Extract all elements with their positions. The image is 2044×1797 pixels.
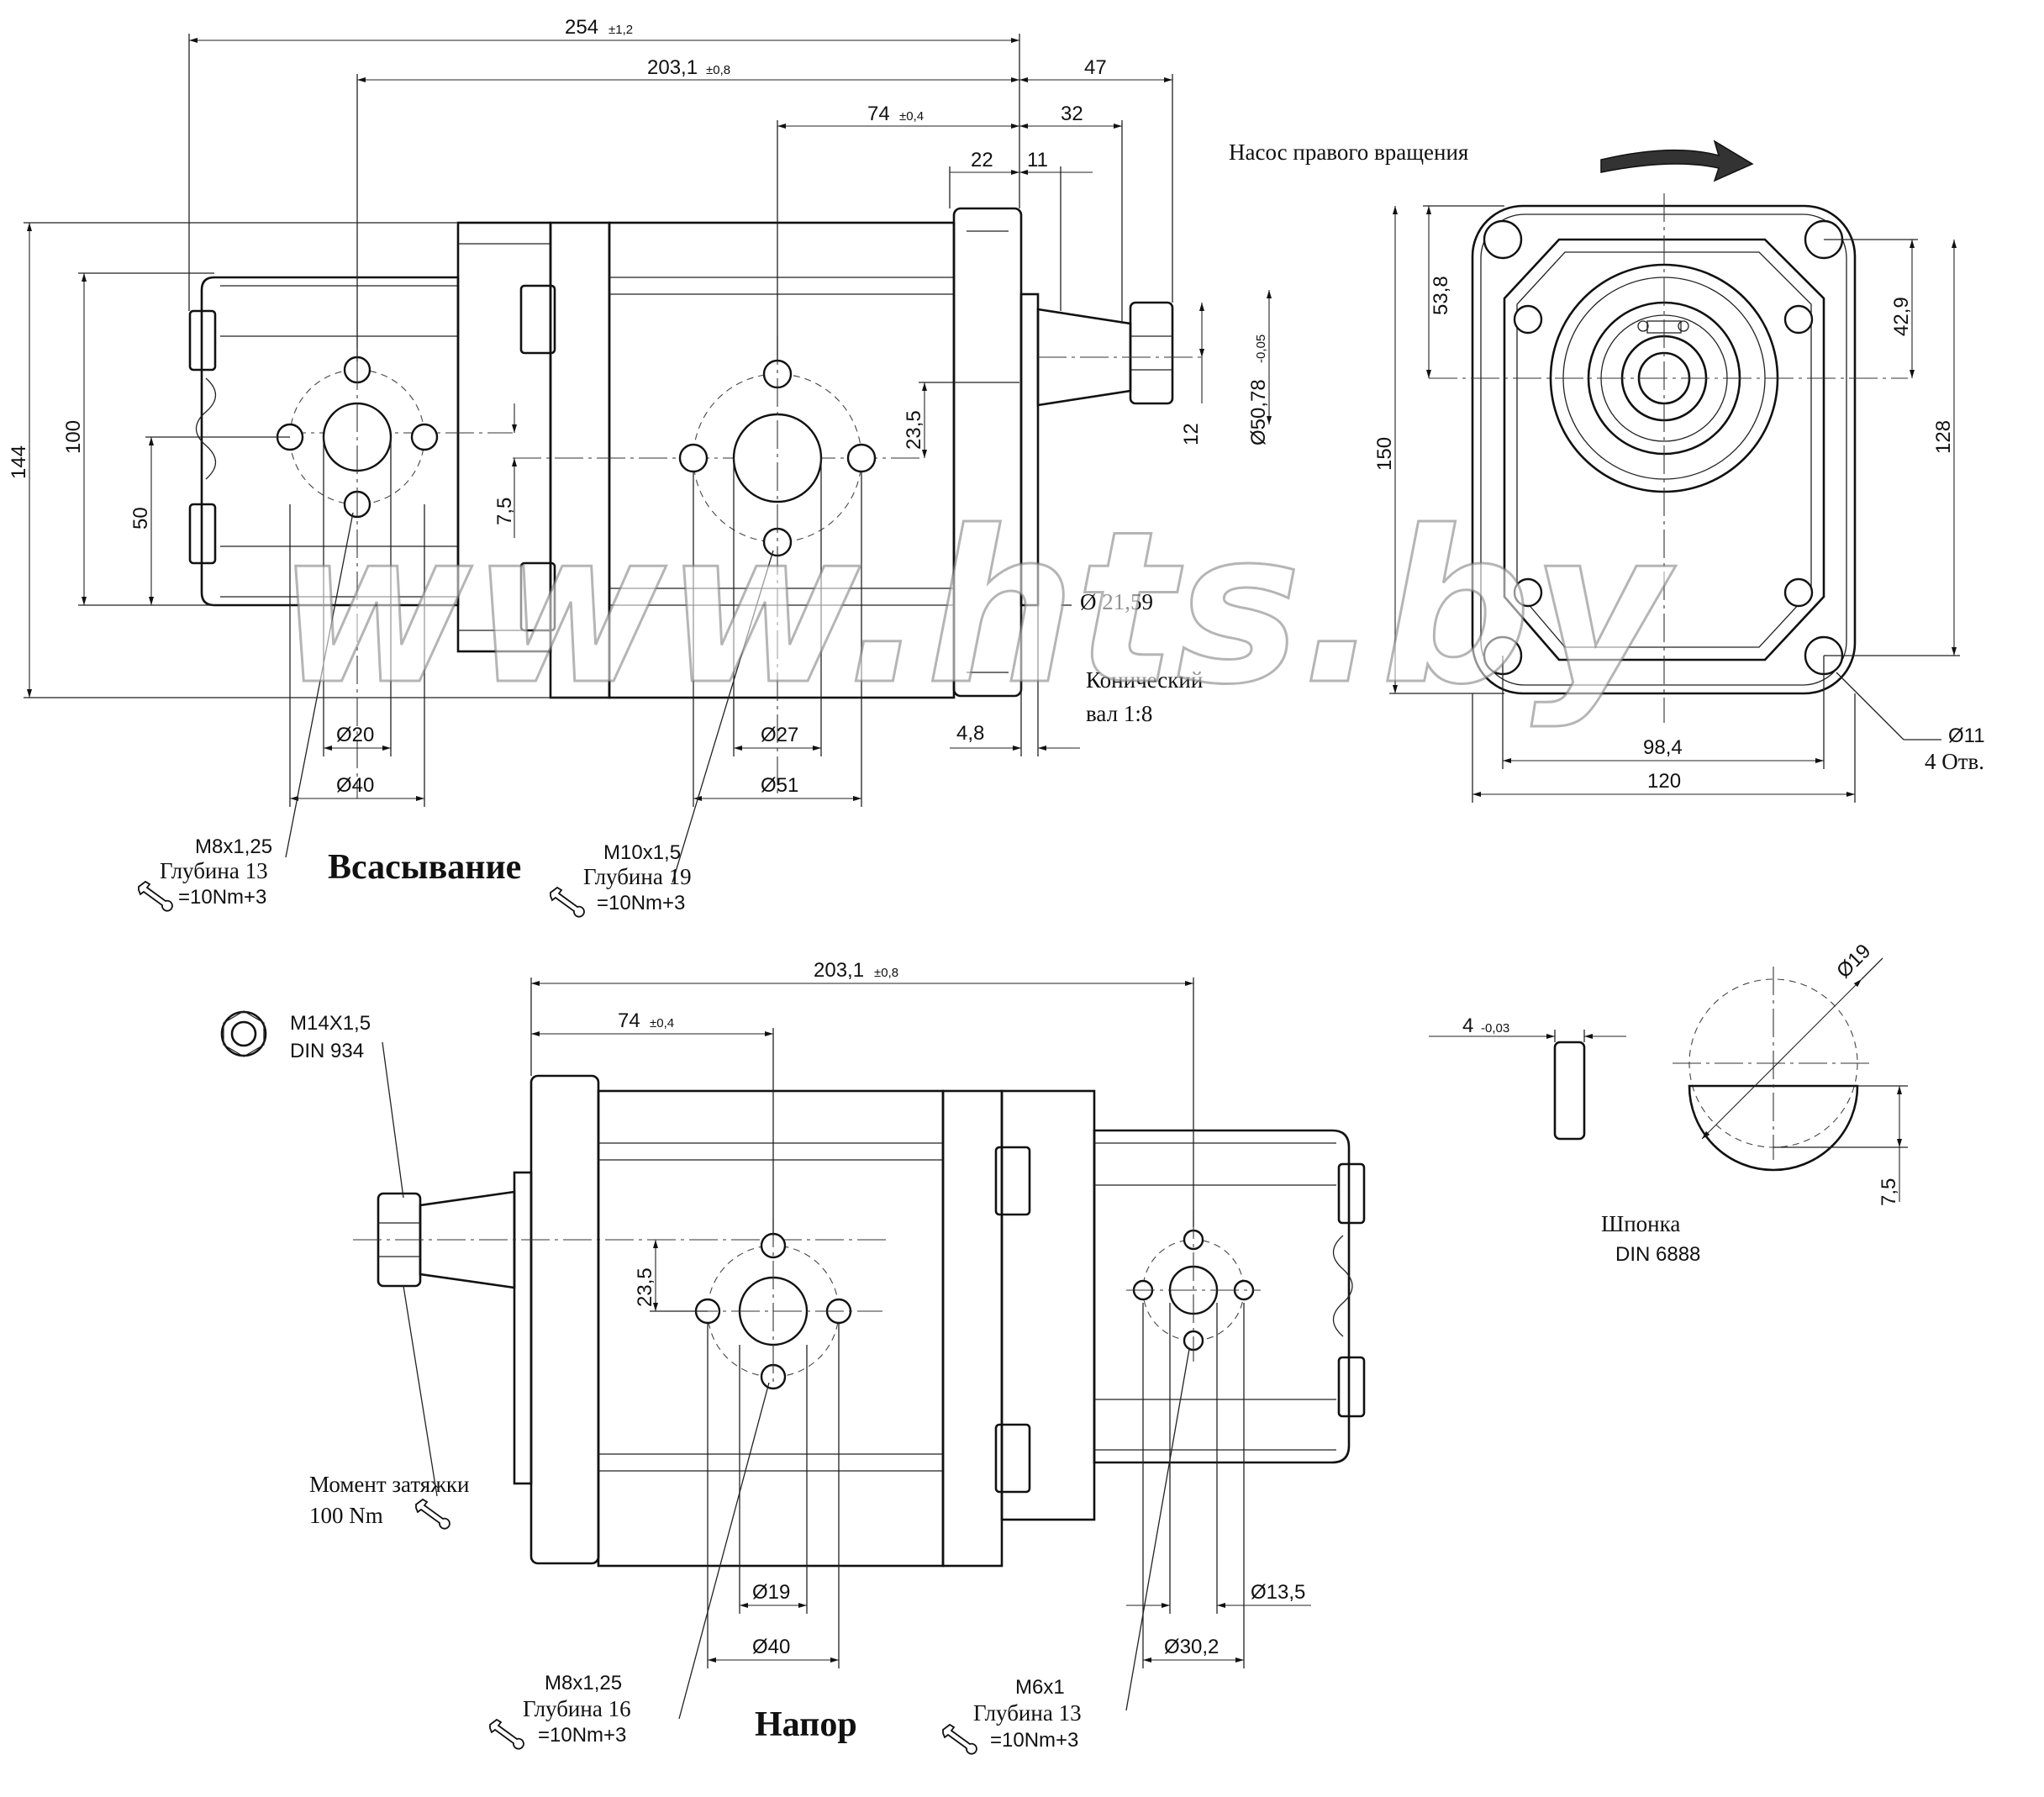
dim-12: 12 [1180, 423, 1203, 445]
wrench-icon [489, 1719, 524, 1750]
torque-moment-label: Момент затяжки [309, 1472, 469, 1497]
dim-d40-bottom: Ø40 [752, 1636, 790, 1658]
torque-label-1: =10Nm+3 [178, 886, 266, 909]
pressure-label: Напор [755, 1705, 857, 1744]
dim-47: 47 [1084, 56, 1107, 79]
dim-7-5: 7,5 [493, 498, 516, 525]
rotation-title: Насос правого вращения [1229, 140, 1468, 165]
dim-53-8: 53,8 [1430, 276, 1452, 315]
thread-label-2: M10x1,5 [603, 841, 681, 864]
hole-diameter: Ø11 [1948, 725, 1985, 747]
key-view: 4 -0,03 Ø19 7,5 Шпонка DIN 6888 [1429, 940, 1908, 1266]
nut-thread: M14X1,5 [290, 1012, 371, 1035]
dim-23-5-bottom: 23,5 [634, 1267, 656, 1307]
dim-254: 254 [565, 16, 598, 39]
dim-98-4: 98,4 [1643, 736, 1683, 759]
dim-d51: Ø51 [761, 774, 798, 797]
dim-shaft-dia: Ø50,78 [1247, 379, 1270, 445]
depth-label-bottom-1: Глубина 16 [523, 1696, 631, 1721]
dim-74-bottom: 74 [618, 1009, 640, 1032]
dim-d27: Ø27 [761, 724, 798, 746]
dim-d19-bottom: Ø19 [752, 1581, 790, 1604]
nut-standard: DIN 934 [290, 1040, 364, 1062]
shaft-label-1: Конический [1086, 667, 1203, 693]
dim-150: 150 [1373, 437, 1396, 471]
dim-d30-2: Ø30,2 [1164, 1636, 1219, 1658]
key-standard: DIN 6888 [1615, 1243, 1700, 1266]
torque-label-bottom-2: =10Nm+3 [990, 1729, 1078, 1752]
dim-shaft-dia-tol: -0,05 [1254, 335, 1268, 363]
dim-11: 11 [1027, 149, 1048, 171]
wrench-icon [138, 881, 173, 912]
hole-count: 4 Отв. [1925, 749, 1984, 774]
dim-32: 32 [1061, 103, 1083, 125]
watermark: www.hts.by [277, 486, 1676, 730]
bottom-side-view: M14X1,5 DIN 934 [220, 959, 1366, 1755]
thread-label-bottom-2: M6x1 [1015, 1676, 1065, 1699]
dim-d13-5: Ø13,5 [1251, 1581, 1305, 1604]
dim-203-1: 203,1 [647, 56, 698, 79]
dim-203-1-tol: ±0,8 [706, 63, 730, 77]
dim-203-1-tol-bottom: ±0,8 [874, 966, 898, 980]
dim-50: 50 [129, 507, 152, 530]
suction-label: Всасывание [328, 848, 521, 887]
torque-label-bottom-1: =10Nm+3 [538, 1724, 626, 1747]
dim-120: 120 [1647, 770, 1681, 793]
thread-label-1: M8x1,25 [195, 835, 272, 858]
shaft-label-2: вал 1:8 [1086, 701, 1152, 726]
top-side-view: 254 ±1,2 203,1 ±0,8 74 ±0,4 47 32 22 11 … [8, 16, 1272, 918]
dim-d40: Ø40 [336, 774, 374, 797]
wrench-icon [415, 1499, 450, 1530]
depth-label-2: Глубина 19 [583, 864, 692, 889]
dim-254-tol: ±1,2 [608, 23, 633, 37]
torque-label-2: =10Nm+3 [597, 892, 685, 914]
key-dim-d19: Ø19 [1832, 940, 1875, 983]
dim-203-1-bottom: 203,1 [814, 959, 864, 982]
depth-label-bottom-2: Глубина 13 [973, 1700, 1082, 1726]
dim-d21-59: Ø 21,59 [1080, 589, 1153, 614]
key-label: Шпонка [1601, 1211, 1680, 1236]
key-dim-4-tol: -0,03 [1481, 1021, 1509, 1036]
thread-label-bottom-1: M8x1,25 [545, 1672, 622, 1694]
torque-moment-value: 100 Nm [309, 1503, 383, 1528]
end-flange-view: Насос правого вращения 53,8 150 [1229, 140, 1985, 803]
dim-23-5: 23,5 [903, 410, 925, 450]
dim-d20: Ø20 [336, 724, 374, 746]
dim-74-tol: ±0,4 [899, 109, 924, 124]
dim-42-9: 42,9 [1890, 297, 1913, 336]
rotation-arrow-icon [1600, 140, 1754, 182]
dim-22: 22 [971, 149, 993, 171]
depth-label-1: Глубина 13 [160, 858, 268, 883]
dim-74-tol-bottom: ±0,4 [650, 1016, 674, 1030]
wrench-icon [942, 1724, 977, 1755]
dim-4-8: 4,8 [956, 722, 984, 745]
wrench-icon [550, 887, 585, 918]
key-dim-7-5: 7,5 [1878, 1178, 1900, 1206]
dim-74: 74 [867, 103, 890, 125]
dim-144: 144 [8, 445, 30, 479]
dim-128: 128 [1932, 420, 1955, 454]
dim-100: 100 [62, 420, 85, 454]
key-dim-4: 4 [1462, 1014, 1473, 1037]
